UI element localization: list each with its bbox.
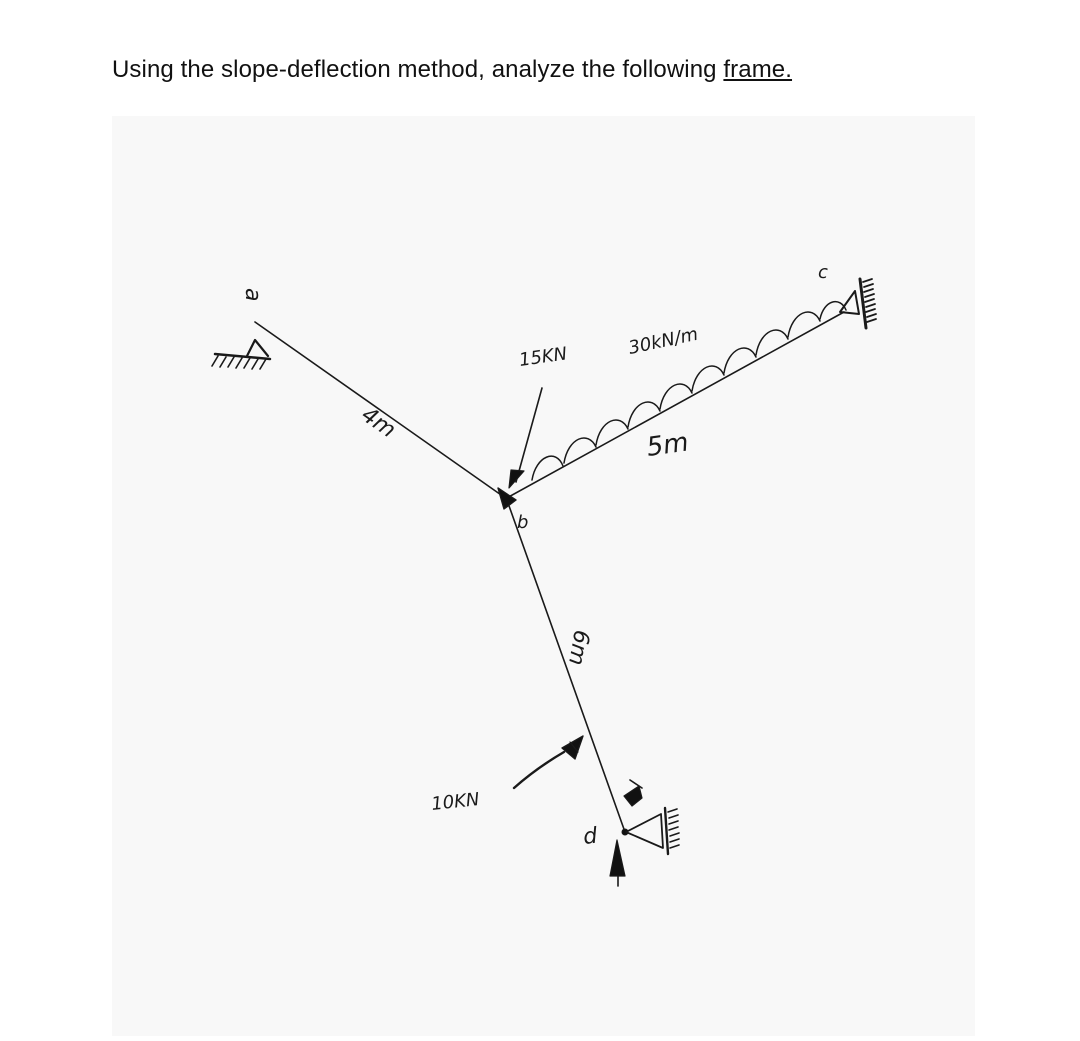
label-length-bd: 6m (563, 628, 594, 667)
frame-diagram: a 4m 15KN 30kN/m c 5m b 6m 10KN d (211, 262, 877, 887)
member-bc (504, 311, 845, 500)
label-length-ab: 4m (357, 402, 400, 443)
label-point-load-15kn: 15KN (518, 343, 569, 371)
label-node-d: d (582, 824, 600, 850)
frame-diagram-panel: a 4m 15KN 30kN/m c 5m b 6m 10KN d (112, 116, 975, 1036)
point-load-10kn-arrow (512, 735, 584, 790)
point-load-15kn-arrow (508, 387, 543, 489)
label-node-b: b (517, 512, 528, 533)
member-ab (254, 321, 505, 498)
reaction-arrows-d (609, 779, 643, 887)
label-distributed-load: 30kN/m (627, 324, 700, 359)
label-node-c: c (818, 262, 828, 283)
support-a-pin (211, 338, 272, 370)
distributed-load-30knm (531, 300, 847, 481)
joint-b (497, 487, 517, 510)
member-bd (507, 502, 626, 833)
support-d-pin (621, 806, 680, 856)
label-node-a: a (240, 288, 265, 301)
label-length-bc: 5m (645, 427, 691, 463)
problem-statement-text: Using the slope-deflection method, analy… (112, 56, 724, 83)
support-c-pin (839, 277, 877, 330)
label-point-load-10kn: 10KN (430, 789, 480, 815)
problem-statement: Using the slope-deflection method, analy… (112, 56, 792, 84)
problem-statement-underlined: frame. (723, 56, 793, 83)
